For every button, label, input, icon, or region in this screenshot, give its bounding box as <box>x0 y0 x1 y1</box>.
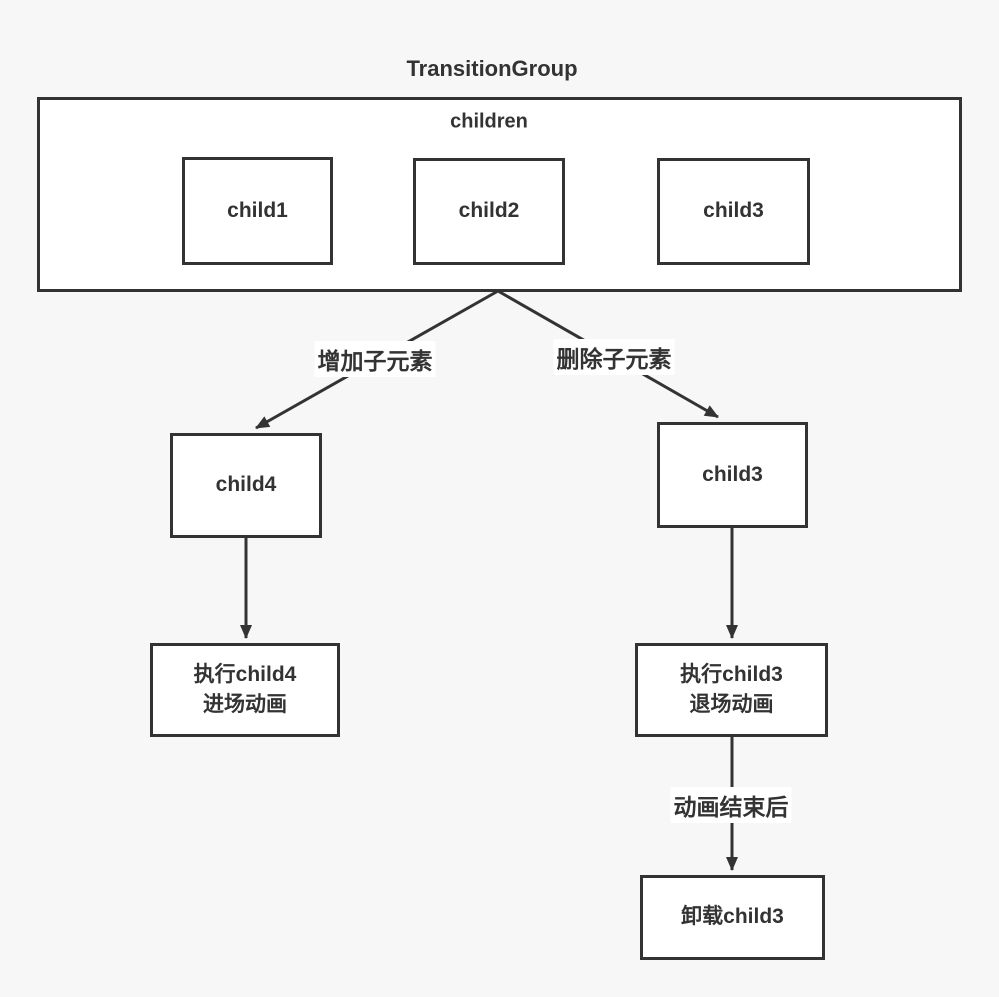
diagram-title: TransitionGroup <box>406 56 578 81</box>
node-child3-exit-animation-line2: 退场动画 <box>689 693 774 716</box>
edge-label-add-child: 增加子元素 <box>314 341 436 377</box>
node-child4: child4 <box>170 433 322 538</box>
edge-label-remove-child: 删除子元素 <box>553 339 675 375</box>
node-child3-removed-label: child3 <box>702 462 763 486</box>
node-child4-label: child4 <box>215 473 277 497</box>
children-group-label: children <box>450 110 528 133</box>
edge-label-after-animation: 动画结束后 <box>670 787 792 823</box>
node-child3: child3 <box>657 158 810 265</box>
node-child2: child2 <box>413 158 565 265</box>
node-unload-child3: 卸载child3 <box>640 875 825 960</box>
node-child1-label: child1 <box>227 198 288 222</box>
node-child2-label: child2 <box>458 199 520 223</box>
node-child1: child1 <box>182 157 333 265</box>
node-child3-exit-animation-line1: 执行child3 <box>680 662 783 686</box>
node-unload-child3-label: 卸载child3 <box>681 905 784 929</box>
node-child3-removed: child3 <box>657 422 808 528</box>
node-child4-enter-animation: 执行child4 进场动画 <box>150 643 340 737</box>
node-child3-exit-animation: 执行child3 退场动画 <box>635 643 828 737</box>
node-child3-label: child3 <box>703 199 764 223</box>
node-child4-enter-animation-line1: 执行child4 <box>193 662 297 686</box>
node-child4-enter-animation-line2: 进场动画 <box>203 693 287 716</box>
